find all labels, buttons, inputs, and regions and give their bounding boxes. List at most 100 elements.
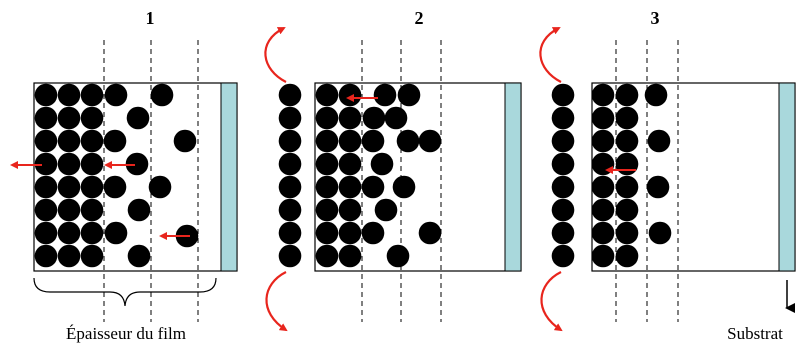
particle: [397, 83, 421, 107]
particle: [591, 106, 615, 130]
particle: [392, 175, 416, 199]
film-thickness-caption: Épaisseur du film: [66, 324, 186, 343]
panel-2-label: 2: [415, 8, 424, 28]
particle: [615, 244, 639, 268]
particle: [615, 221, 639, 245]
panel-1-label: 1: [146, 8, 155, 28]
particle: [278, 83, 302, 107]
particle: [103, 129, 127, 153]
substrate-layer: [778, 82, 796, 272]
particle: [551, 244, 575, 268]
particle: [386, 244, 410, 268]
particle: [103, 175, 127, 199]
particle: [34, 106, 58, 130]
particle: [57, 83, 81, 107]
particle: [125, 152, 149, 176]
particle: [34, 175, 58, 199]
particle: [127, 244, 151, 268]
particle: [648, 221, 672, 245]
particle: [361, 129, 385, 153]
panel-1: [33, 82, 238, 272]
particle: [418, 129, 442, 153]
particle: [278, 129, 302, 153]
particle: [647, 129, 671, 153]
substrate-caption: Substrat: [727, 324, 783, 343]
particle: [591, 244, 615, 268]
particle: [34, 129, 58, 153]
particle: [418, 221, 442, 245]
particle: [591, 175, 615, 199]
particle: [278, 198, 302, 222]
particle: [34, 221, 58, 245]
particle: [591, 198, 615, 222]
particle: [551, 152, 575, 176]
curved-arrow-icon: [540, 271, 563, 332]
particle: [338, 83, 362, 107]
substrate-layer: [220, 82, 238, 272]
panel-2: [314, 82, 522, 272]
particle: [615, 106, 639, 130]
particle: [362, 106, 386, 130]
particle: [315, 106, 339, 130]
particle: [370, 152, 394, 176]
particle: [104, 221, 128, 245]
particle: [278, 221, 302, 245]
particle: [646, 175, 670, 199]
particle: [551, 198, 575, 222]
particle: [315, 152, 339, 176]
particle: [126, 106, 150, 130]
particle: [80, 152, 104, 176]
particle: [338, 152, 362, 176]
particle: [591, 83, 615, 107]
particle: [315, 198, 339, 222]
particle: [34, 83, 58, 107]
particle: [551, 106, 575, 130]
particle: [34, 244, 58, 268]
particle: [315, 83, 339, 107]
particle: [551, 175, 575, 199]
particle: [80, 221, 104, 245]
particle: [57, 244, 81, 268]
particle: [615, 175, 639, 199]
particle: [338, 175, 362, 199]
particle: [278, 106, 302, 130]
particle: [361, 175, 385, 199]
dashed-guides: [103, 40, 679, 322]
particle: [80, 175, 104, 199]
particle: [34, 152, 58, 176]
particle: [148, 175, 172, 199]
particle: [57, 198, 81, 222]
particle: [338, 244, 362, 268]
particle: [338, 221, 362, 245]
particle: [80, 244, 104, 268]
particle: [315, 129, 339, 153]
particle: [104, 83, 128, 107]
particle: [551, 83, 575, 107]
panel-3-label: 3: [651, 8, 660, 28]
substrate-layer: [504, 82, 522, 272]
particle: [644, 83, 668, 107]
particle: [396, 129, 420, 153]
particle: [374, 198, 398, 222]
particle: [34, 198, 58, 222]
particle: [80, 129, 104, 153]
particle: [551, 129, 575, 153]
particle: [80, 198, 104, 222]
evaporation-arrows: [264, 27, 563, 332]
thickness-brace: [33, 277, 217, 307]
particle: [80, 106, 104, 130]
particle: [615, 198, 639, 222]
particle: [338, 198, 362, 222]
particle: [80, 83, 104, 107]
particle: [57, 175, 81, 199]
particle: [57, 106, 81, 130]
particle: [591, 221, 615, 245]
particle: [615, 83, 639, 107]
particle: [173, 129, 197, 153]
particle: [127, 198, 151, 222]
particle: [338, 129, 362, 153]
particle: [315, 221, 339, 245]
particle: [361, 221, 385, 245]
particle: [315, 244, 339, 268]
